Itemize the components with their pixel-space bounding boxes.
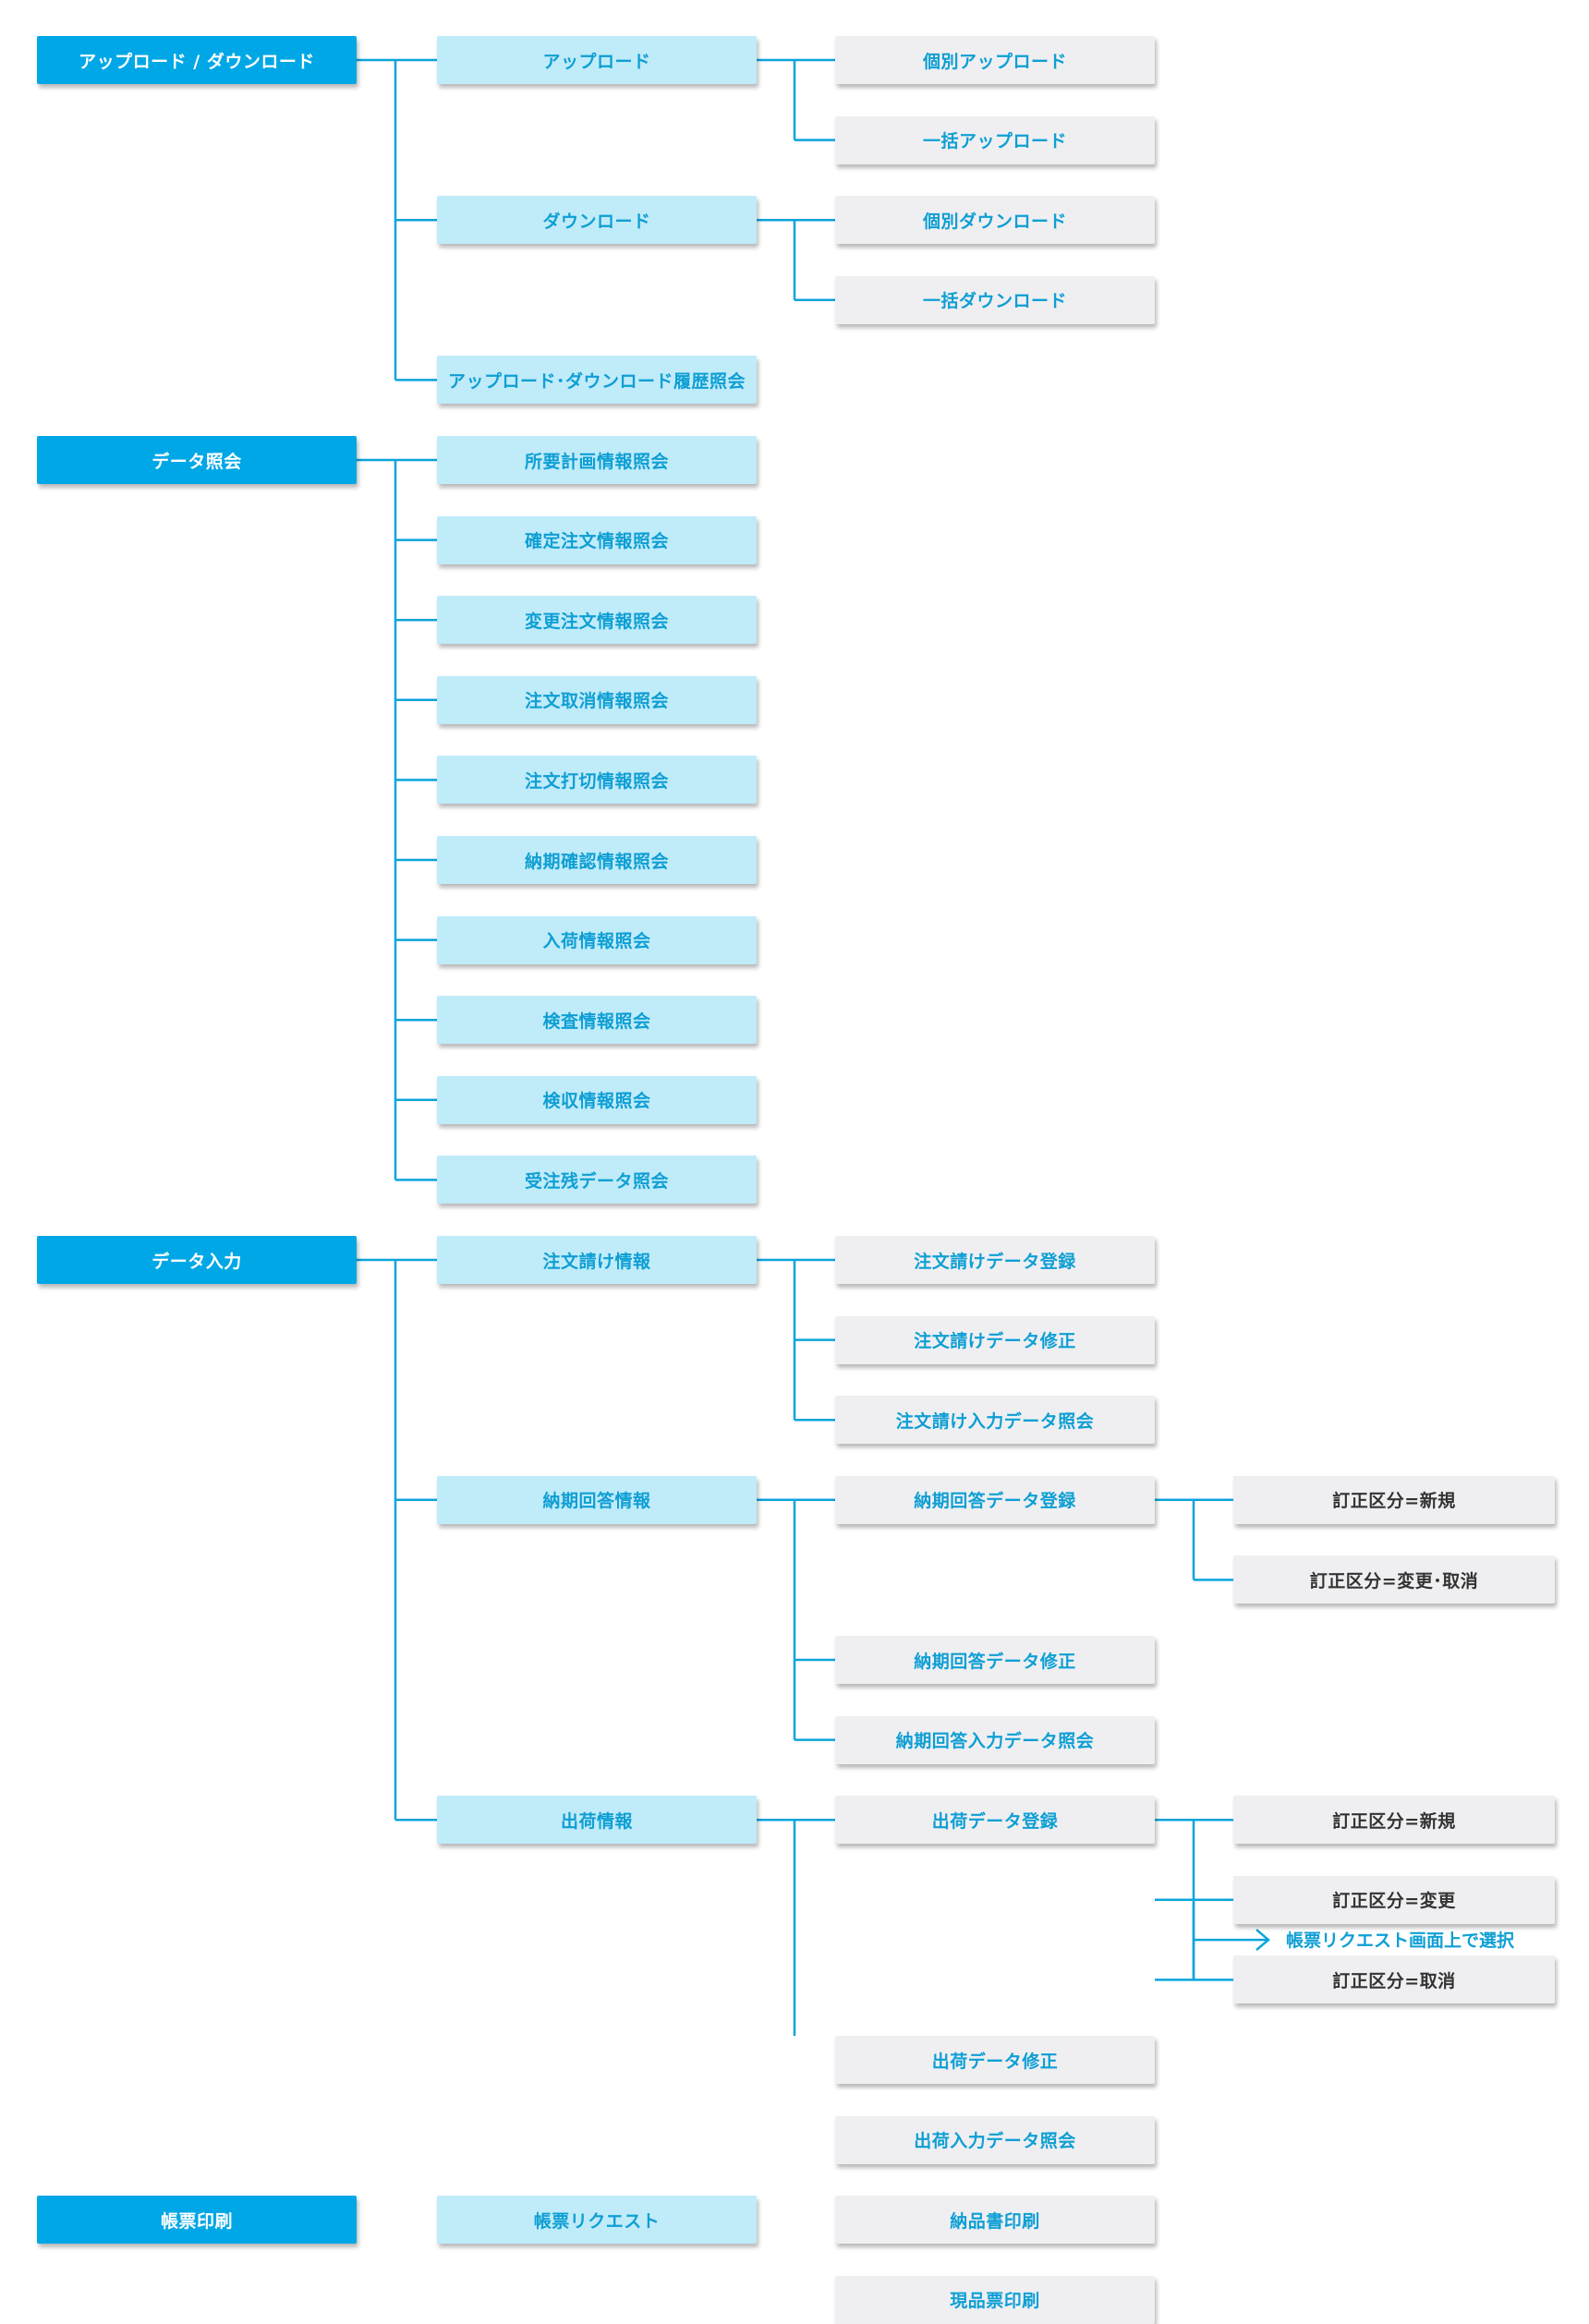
menu-box[interactable]: 変更注文情報照会 xyxy=(437,596,757,645)
submenu-box[interactable]: 出荷データ登録 xyxy=(835,1796,1155,1845)
menu-box[interactable]: アップロード･ダウンロード履歴照会 xyxy=(437,356,757,405)
category-box[interactable]: アップロード / ダウンロード xyxy=(37,36,357,84)
menu-box[interactable]: アップロード xyxy=(437,36,757,84)
submenu-box[interactable]: 出荷入力データ照会 xyxy=(835,2115,1155,2164)
submenu-box[interactable]: 納期回答入力データ照会 xyxy=(835,1715,1155,1764)
menu-structure-diagram: アップロード / ダウンロード アップロード 個別アップロード一括アップロードダウン… xyxy=(37,36,1555,2324)
submenu-box[interactable]: 現品票印刷 xyxy=(835,2275,1155,2324)
category-box[interactable]: データ入力 xyxy=(37,1236,357,1284)
menu-box[interactable]: 受注残データ照会 xyxy=(437,1156,757,1204)
menu-box[interactable]: ダウンロード xyxy=(437,196,757,245)
option-box[interactable]: 訂正区分=新規 xyxy=(1233,1796,1555,1845)
bracket-line xyxy=(1155,1898,1195,1981)
submenu-box[interactable]: 注文請けデータ修正 xyxy=(835,1315,1155,1364)
arrow-head-icon xyxy=(1255,1929,1270,1952)
submenu-box[interactable]: 納期回答データ登録 xyxy=(835,1475,1155,1524)
category-box[interactable]: 帳票印刷 xyxy=(37,2196,357,2245)
menu-box[interactable]: 出荷情報 xyxy=(437,1796,757,1845)
menu-box[interactable]: 注文請け情報 xyxy=(437,1236,757,1284)
report-selection-note: 帳票リクエスト画面上で選択 xyxy=(1286,1931,1515,1951)
option-box[interactable]: 訂正区分=変更･取消 xyxy=(1233,1555,1555,1604)
option-box[interactable]: 訂正区分=取消 xyxy=(1233,1955,1555,2004)
menu-box[interactable]: 検査情報照会 xyxy=(437,996,757,1045)
connector-lines xyxy=(357,58,1270,2036)
menu-box[interactable]: 納期回答情報 xyxy=(437,1475,757,1524)
submenu-box[interactable]: 注文請けデータ登録 xyxy=(835,1236,1155,1284)
submenu-box[interactable]: 個別ダウンロード xyxy=(835,196,1155,245)
submenu-box[interactable]: 個別アップロード xyxy=(835,36,1155,84)
menu-box[interactable]: 納期確認情報照会 xyxy=(437,836,757,884)
submenu-box[interactable]: 一括ダウンロード xyxy=(835,275,1155,324)
menu-box[interactable]: 入荷情報照会 xyxy=(437,915,757,964)
menu-box[interactable]: 確定注文情報照会 xyxy=(437,515,757,564)
menu-box[interactable]: 注文取消情報照会 xyxy=(437,675,757,724)
option-box[interactable]: 訂正区分=変更 xyxy=(1233,1875,1555,1924)
menu-box[interactable]: 注文打切情報照会 xyxy=(437,756,757,805)
category-box[interactable]: データ照会 xyxy=(37,436,357,484)
submenu-box[interactable]: 注文請け入力データ照会 xyxy=(835,1396,1155,1445)
submenu-box[interactable]: 納期回答データ修正 xyxy=(835,1636,1155,1684)
menu-box[interactable]: 帳票リクエスト xyxy=(437,2196,757,2245)
menu-box[interactable]: 所要計画情報照会 xyxy=(437,436,757,484)
submenu-box[interactable]: 出荷データ修正 xyxy=(835,2036,1155,2084)
submenu-box[interactable]: 一括アップロード xyxy=(835,115,1155,164)
option-box[interactable]: 訂正区分=新規 xyxy=(1233,1475,1555,1524)
menu-box[interactable]: 検収情報照会 xyxy=(437,1075,757,1124)
submenu-box[interactable]: 納品書印刷 xyxy=(835,2196,1155,2245)
